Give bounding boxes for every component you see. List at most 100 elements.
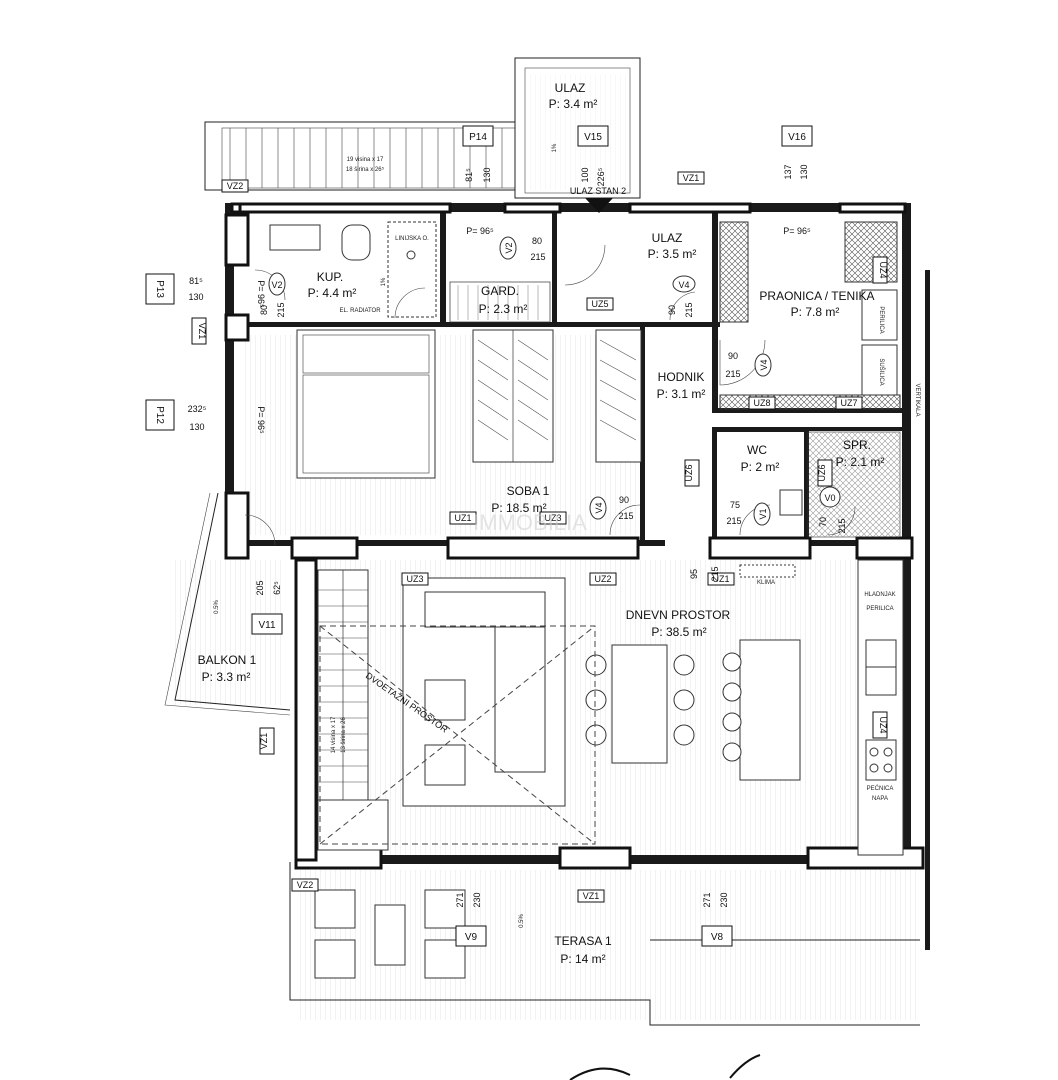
- tag-vz2-b: VZ2: [297, 880, 314, 890]
- room-hodnik-name: HODNIK: [658, 370, 705, 384]
- watermark: IMMOBILIA: [473, 510, 587, 535]
- stairs-inner-label: 14 visina x 17: [331, 716, 337, 753]
- dim-80-a: 80: [259, 305, 269, 315]
- dining-table: [585, 644, 695, 764]
- dim-215-a: 215: [276, 302, 286, 317]
- tag-vz1-c: VZ1: [259, 733, 269, 750]
- tag-uz8: UZ8: [753, 398, 770, 408]
- tag-v16: V16: [788, 132, 806, 143]
- room-praonica-name: PRAONICA / TENIKA: [759, 289, 874, 303]
- dim-v16-b: 130: [799, 164, 809, 179]
- dim-p14-a: 81⁵: [464, 168, 474, 182]
- dim-p12-b: 130: [189, 422, 204, 432]
- stairs-inner-label-2: 13 širina x 26: [341, 716, 347, 752]
- room-kup-area: P: 4.4 m²: [308, 286, 357, 300]
- tag-v8: V8: [711, 932, 724, 943]
- wall-tags: VZ2 VZ2 VZ1 VZ1 VZ1 VZ1 UZ1 UZ1 UZ2 UZ3 …: [191, 171, 888, 903]
- terrace: [289, 862, 920, 1026]
- room-spr-area: P: 2.1 m²: [836, 455, 885, 469]
- tag-vz1-b: VZ1: [197, 323, 207, 340]
- living-furniture: [402, 577, 566, 807]
- perilica-label-2: PERILICA: [878, 306, 884, 333]
- slope-d: 0.5%: [519, 914, 525, 928]
- windows: [224, 202, 925, 870]
- dim-p13-b: 130: [188, 292, 203, 302]
- perilica-label: PERILICA: [866, 606, 893, 612]
- stairs-top-label-2: 18 širina x 26⁵: [346, 166, 385, 173]
- room-kup-name: KUP.: [317, 270, 343, 284]
- slope-c: 1%: [381, 277, 387, 286]
- room-ulaz-name: ULAZ: [652, 231, 683, 245]
- dim-215-f: 215: [726, 516, 741, 526]
- tag-v2-a: V2: [271, 280, 282, 290]
- hladnjak-label: HLADNJAK: [864, 592, 895, 598]
- tag-vz1-d: VZ1: [583, 891, 600, 901]
- room-dnevni-name: DNEVN PROSTOR: [626, 608, 731, 622]
- signature-scribble: [569, 1054, 761, 1080]
- room-ulaz-top-name: ULAZ: [555, 81, 586, 95]
- tag-uz1-a: UZ1: [454, 513, 471, 523]
- tag-uz6-b: UZ6: [817, 464, 827, 481]
- dim-v9-b: 230: [472, 892, 482, 907]
- dim-215-d: 215: [725, 369, 740, 379]
- bathroom-fixtures: LINIJSKA O. EL. RADIATOR: [269, 221, 437, 318]
- tag-v11: V11: [258, 620, 275, 631]
- entry-porch: [514, 57, 641, 199]
- klima-label: KLIMA: [757, 580, 775, 586]
- wardrobes: [449, 281, 642, 463]
- utility-fixtures: PERILICA SUŠILICA VERTIKALA: [719, 221, 920, 538]
- tag-vz1-a: VZ1: [683, 173, 700, 183]
- tag-vz2-a: VZ2: [227, 181, 244, 191]
- room-ulaz-area: P: 3.5 m²: [648, 247, 697, 261]
- entry-arrow: [585, 198, 613, 213]
- inner-stairs: 14 visina x 17 13 širina x 26: [317, 569, 389, 851]
- dim-75: 75: [730, 500, 740, 510]
- dimensions: 81⁵ 130 100 226⁵ 137 130 81⁵ 130 232⁵ 13…: [188, 143, 847, 928]
- tag-v4-c: V4: [594, 502, 604, 513]
- room-balkon-area: P: 3.3 m²: [202, 670, 251, 684]
- outdoor-stairs: 19 visina x 17 18 širina x 26⁵: [204, 121, 516, 191]
- tag-uz2: UZ2: [594, 574, 611, 584]
- opening-tags: P14 V15 V16 P13 P12 V11 V9 V8: [145, 125, 813, 947]
- dim-v8-b: 230: [719, 892, 729, 907]
- dim-215-b: 215: [530, 252, 545, 262]
- dim-90-b: 90: [728, 351, 738, 361]
- tag-p14: P14: [469, 132, 487, 143]
- dim-p13-a: 81⁵: [189, 276, 203, 286]
- tag-v4-b: V4: [759, 359, 769, 370]
- dim-215-g: 215: [837, 518, 847, 533]
- dim-v8-a: 271: [702, 892, 712, 907]
- tag-v4-a: V4: [678, 280, 689, 290]
- tag-uz5: UZ5: [591, 299, 608, 309]
- dim-v15-b: 226⁵: [596, 167, 606, 186]
- room-gard-area: P: 2.3 m²: [479, 302, 528, 316]
- pecnica-label: PEĆNICA: [867, 785, 894, 792]
- room-balkon-name: BALKON 1: [198, 653, 257, 667]
- tag-uz4-b: UZ4: [878, 716, 888, 733]
- tag-uz3-a: UZ3: [544, 513, 561, 523]
- tag-p12: P12: [154, 406, 165, 424]
- tag-uz4-a: UZ4: [878, 261, 888, 278]
- tag-p13: P13: [154, 280, 165, 298]
- bed: [296, 329, 436, 479]
- tag-uz1-b: UZ1: [712, 574, 729, 584]
- room-soba1-area: P: 18.5 m²: [491, 501, 546, 515]
- linijska-label: LINIJSKA O.: [395, 236, 429, 242]
- dim-215-e: 215: [618, 511, 633, 521]
- ulaz-stan-label: ULAZ STAN 2: [570, 186, 626, 196]
- dim-v9-a: 271: [455, 892, 465, 907]
- dim-v11-a: 205: [255, 580, 265, 595]
- kitchen: HLADNJAK PERILICA PEĆNICA NAPA: [722, 559, 904, 856]
- napa-label: NAPA: [872, 796, 888, 802]
- susilica-label: SUŠILICA: [878, 358, 885, 385]
- room-praonica-area: P: 7.8 m²: [791, 305, 840, 319]
- room-soba1-name: SOBA 1: [507, 484, 550, 498]
- room-terasa-area: P: 14 m²: [560, 952, 605, 966]
- room-wc-name: WC: [747, 443, 767, 457]
- wc-fixtures: KLIMA: [739, 489, 803, 586]
- dim-95: 95: [689, 569, 699, 579]
- room-wc-area: P: 2 m²: [741, 460, 780, 474]
- door-tags: V2 V2 V4 V4 V4 V1 V0: [268, 236, 841, 526]
- tag-v1: V1: [758, 508, 768, 519]
